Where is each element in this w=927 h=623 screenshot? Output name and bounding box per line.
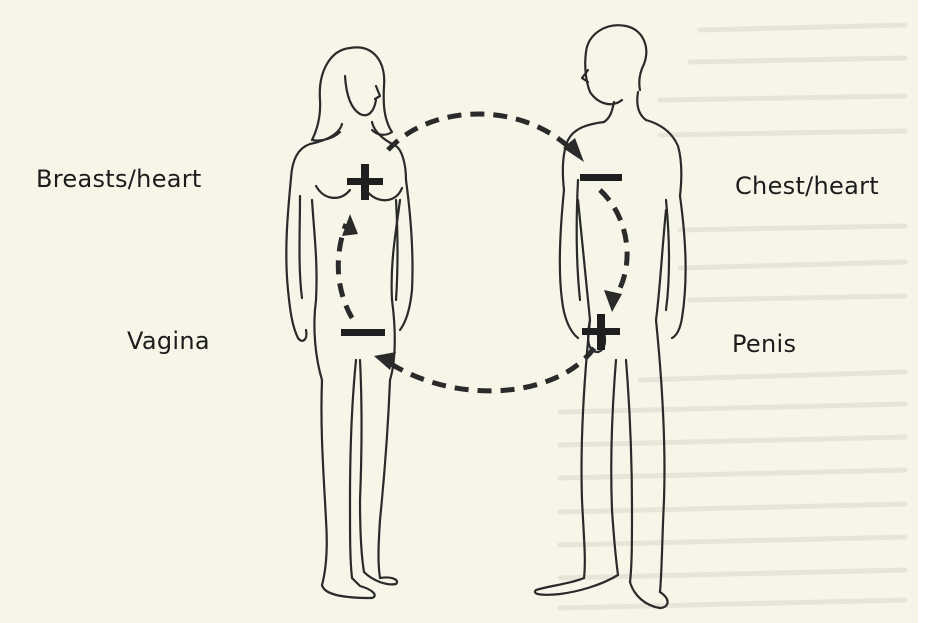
polarity-signs	[341, 164, 622, 350]
arc-bottom	[388, 348, 594, 391]
minus-sign-icon	[341, 329, 385, 336]
label-penis: Penis	[732, 330, 796, 358]
arc-right	[600, 190, 627, 296]
label-vagina: Vagina	[127, 327, 210, 355]
label-chest-heart: Chest/heart	[735, 172, 879, 200]
arrowhead-icon	[604, 290, 622, 312]
arc-left	[338, 224, 352, 318]
plus-sign-icon	[347, 164, 383, 200]
label-breasts-heart: Breasts/heart	[36, 165, 202, 193]
minus-sign-icon	[580, 174, 622, 181]
female-figure	[286, 47, 412, 598]
male-figure	[535, 25, 686, 608]
arc-top	[388, 114, 572, 150]
